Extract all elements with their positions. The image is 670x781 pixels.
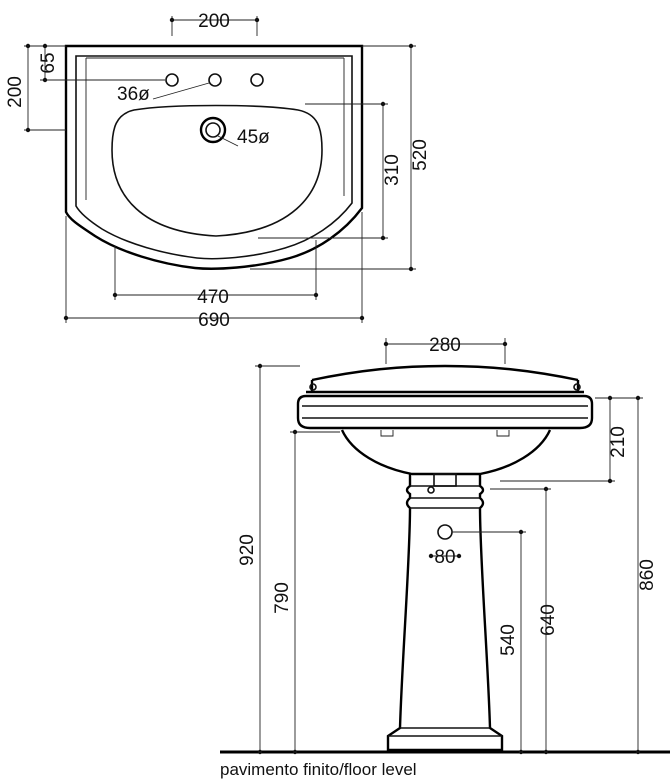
top-view-dimensions: 200 65 200 36ø 45ø 310 520 (5, 11, 431, 331)
dim-bowl-width: 470 (197, 287, 229, 308)
basin-inner-rim (75, 55, 353, 260)
dim-total-width: 690 (198, 310, 230, 331)
dim-rim-thickness: 210 (608, 426, 629, 458)
pedestal-hole-top (427, 486, 435, 494)
waste-hole-inner (205, 122, 221, 138)
floor-label: pavimento finito/floor level (220, 760, 417, 779)
dim-pedestal-neck: 640 (538, 604, 559, 636)
basin-bowl (111, 104, 323, 237)
dim-drain-spacing: 80 (434, 547, 455, 568)
waste-hole-outer (199, 116, 227, 144)
dim-top-width: 280 (429, 335, 461, 356)
basin-outer-rim (64, 44, 364, 270)
tap-hole-left (165, 73, 179, 87)
tap-hole-center (208, 73, 222, 87)
dim-tap-hole: 36ø (117, 84, 150, 105)
tap-hole-right (250, 73, 264, 87)
side-view-dimensions: 280 920 790 80 540 640 (237, 335, 658, 755)
dim-tap-offset: 200 (5, 76, 26, 108)
dim-drain-height: 540 (498, 624, 519, 656)
dim-tap-spacing: 200 (198, 11, 230, 32)
dim-total-depth: 520 (410, 139, 431, 171)
top-view-basin (64, 44, 364, 270)
dim-rim-top-height: 860 (637, 559, 658, 591)
dim-waste-hole: 45ø (237, 127, 270, 148)
dim-overall-height: 920 (237, 534, 258, 566)
dim-bowl-depth: 310 (382, 154, 403, 186)
pedestal-hole-bottom (437, 524, 453, 540)
pedestal-body (386, 474, 504, 752)
basin-top-surface (311, 364, 579, 382)
basin-underside (340, 429, 552, 476)
basin-rim-band (296, 394, 594, 430)
basin-deck-line (85, 57, 345, 200)
side-view-basin (296, 364, 594, 752)
dim-rim-depth: 65 (38, 52, 59, 73)
dim-rim-underside: 790 (272, 582, 293, 614)
